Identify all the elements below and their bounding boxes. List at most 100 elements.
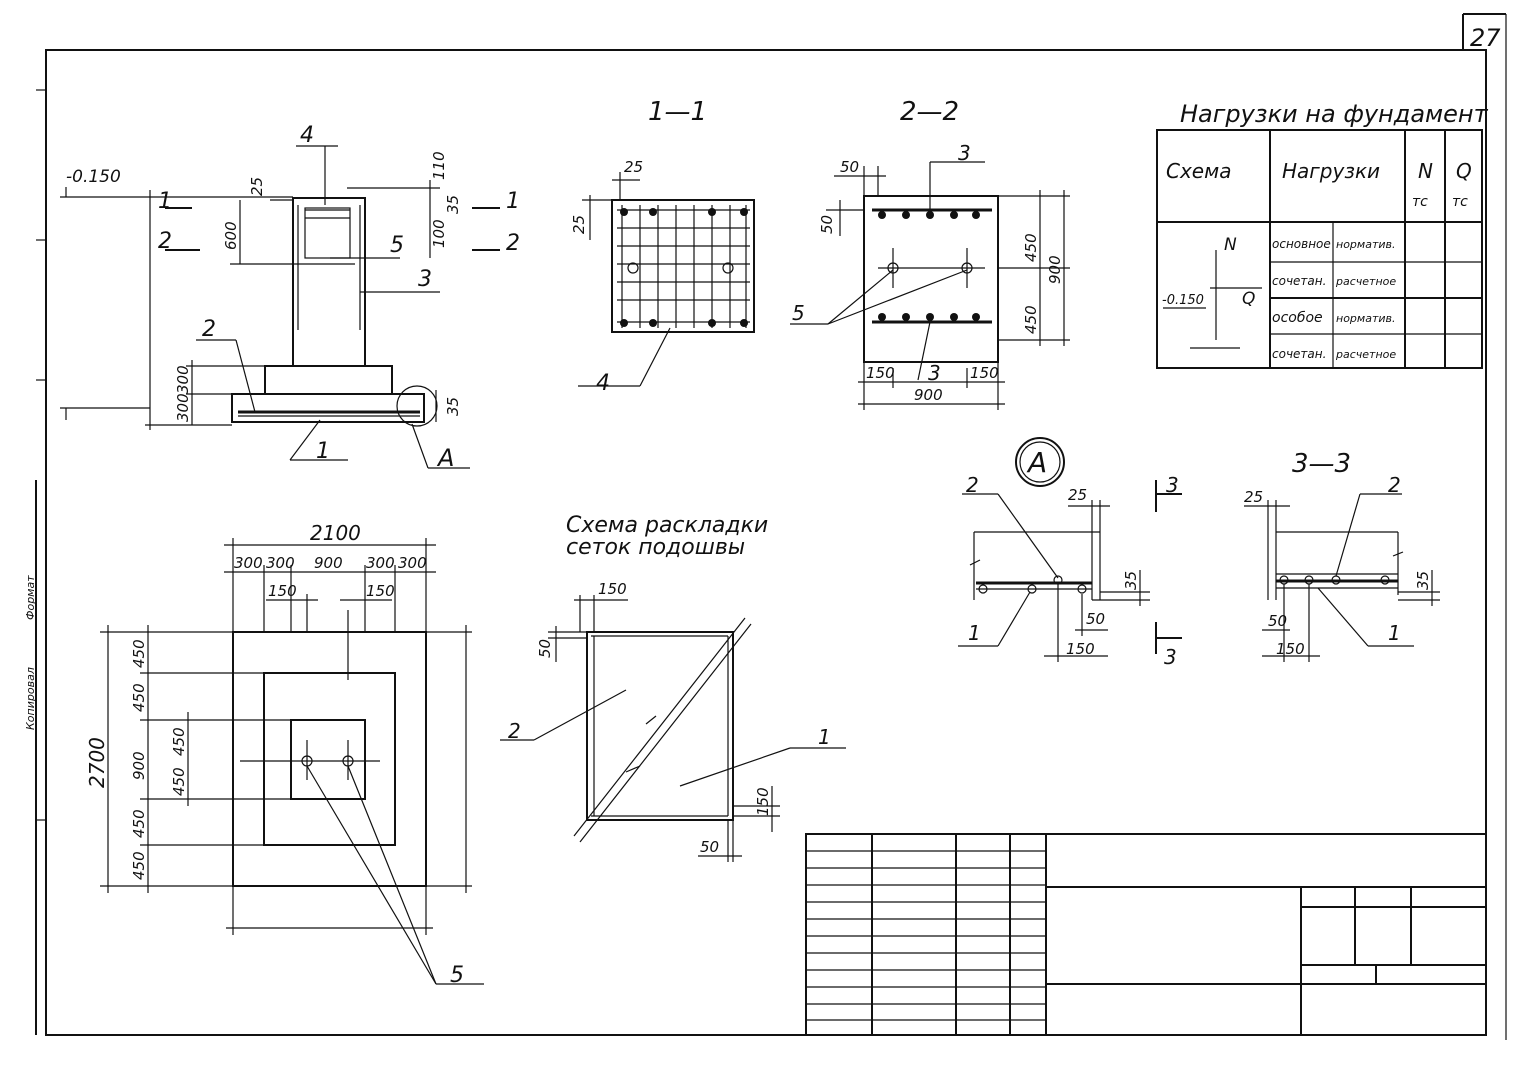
- section-3-3-dim-50: 50: [1268, 612, 1287, 630]
- section-2-2-callout-3-bottom: 3: [928, 361, 941, 385]
- section-3-3-dim-35: 35: [1414, 571, 1432, 590]
- loads-col-q: Q: [1456, 159, 1472, 183]
- elevation-level-label: -0.150: [66, 167, 121, 187]
- elevation-callout-5: 5: [390, 233, 404, 258]
- plan-dim-left-450-d: 450: [130, 851, 148, 880]
- plan-callout-5: 5: [450, 963, 464, 988]
- plan-dim-inner-450-b: 450: [170, 767, 188, 796]
- mesh-callout-2: 2: [508, 719, 521, 743]
- loads-col-loads: Нагрузки: [1282, 159, 1380, 183]
- loads-table-title: Нагрузки на фундамент: [1180, 100, 1489, 128]
- section-2-mark-right: 2: [506, 231, 520, 256]
- loads-scheme-n-label: N: [1224, 235, 1237, 255]
- plan-dim-top-300-d: 300: [398, 554, 427, 572]
- loads-col-n-unit: тс: [1412, 194, 1428, 210]
- detail-a-callout-1: 1: [968, 621, 981, 645]
- elevation-callout-2: 2: [202, 317, 216, 342]
- detail-a-dim-150: 150: [1066, 640, 1095, 658]
- plan-dim-2700: 2700: [85, 737, 109, 788]
- margin-format-text: Формат: [24, 575, 37, 620]
- detail-a-dim-35: 35: [1122, 571, 1140, 590]
- plan-dim-offset-150-right: 150: [366, 582, 395, 600]
- loads-row-4-combo: сочетан.: [1272, 347, 1326, 361]
- title-block: [805, 833, 1487, 1036]
- detail-a-dim-50: 50: [1086, 610, 1105, 628]
- section-2-2-dim-900-bottom: 900: [914, 386, 943, 404]
- sheet-number: 27: [1470, 24, 1501, 52]
- section-2-2-callout-3-top: 3: [958, 141, 971, 165]
- loads-row-1-type: норматив.: [1336, 238, 1395, 251]
- section-1-mark-right: 1: [506, 189, 520, 214]
- elevation-dim-300-a: 300: [174, 365, 192, 394]
- mesh-dim-150-right: 150: [754, 787, 772, 816]
- section-2-2-dim-450-bottom: 450: [1022, 305, 1040, 334]
- loads-row-1-combo: основное: [1272, 237, 1331, 251]
- section-1-mark-left: 1: [158, 189, 172, 214]
- loads-row-3-type: норматив.: [1336, 312, 1395, 325]
- section-3-3-view: [1244, 493, 1440, 662]
- detail-a-view: [958, 437, 1182, 662]
- mesh-dim-150-top: 150: [598, 580, 627, 598]
- plan-dim-2100: 2100: [310, 521, 361, 545]
- section-2-2-callout-5: 5: [792, 301, 805, 325]
- plan-dim-top-900: 900: [314, 554, 343, 572]
- plan-dim-left-450-c: 450: [130, 809, 148, 838]
- section-1-1-dim-25-top: 25: [624, 158, 643, 176]
- section-2-2-view: [790, 161, 1070, 410]
- mesh-callout-1: 1: [818, 725, 831, 749]
- plan-dim-left-900: 900: [130, 751, 148, 780]
- loads-col-q-unit: тс: [1452, 194, 1468, 210]
- elevation-dim-300-b: 300: [174, 393, 192, 422]
- plan-dim-offset-150-left: 150: [268, 582, 297, 600]
- section-2-2-dim-150-right: 150: [970, 364, 999, 382]
- elevation-callout-3: 3: [418, 267, 432, 292]
- section-3-3-title: 3—3: [1292, 449, 1351, 479]
- section-3-3-dim-25: 25: [1244, 488, 1263, 506]
- loads-table: [1156, 129, 1483, 369]
- mesh-dim-50-left: 50: [536, 639, 554, 658]
- margin-stamp-text: Копировал: [24, 667, 37, 730]
- mesh-scheme-title-line2: сеток подошвы: [566, 535, 745, 560]
- loads-row-2-type: расчетное: [1335, 275, 1396, 288]
- plan-dim-left-450-a: 450: [130, 639, 148, 668]
- loads-row-2-combo: сочетан.: [1272, 274, 1326, 288]
- section-1-1-view: [578, 172, 755, 387]
- section-2-mark-left: 2: [158, 229, 172, 254]
- section-1-1-dim-25-left: 25: [570, 215, 588, 234]
- detail-a-label: A: [1026, 446, 1047, 479]
- section-1-1-callout-4: 4: [596, 371, 610, 396]
- sheet-frame: [35, 13, 1507, 1040]
- section-2-2-dim-450-top: 450: [1022, 233, 1040, 262]
- section-1-1-title: 1—1: [648, 97, 707, 127]
- elevation-dim-35-bottom: 35: [444, 397, 462, 416]
- section-2-2-dim-50-left: 50: [818, 215, 836, 234]
- plan-view: [100, 538, 484, 985]
- loads-scheme-q-label: Q: [1242, 289, 1255, 309]
- mesh-dim-50-bottom: 50: [700, 838, 719, 856]
- elevation-dim-25: 25: [248, 177, 266, 196]
- mesh-scheme-title-line1: Схема раскладки: [566, 513, 768, 538]
- section-2-2-title: 2—2: [900, 97, 959, 127]
- plan-dim-top-300-c: 300: [366, 554, 395, 572]
- section-2-2-dim-900-right: 900: [1046, 255, 1064, 284]
- detail-a-cut-label-bottom: 3: [1164, 645, 1177, 669]
- elevation-dim-600: 600: [222, 221, 240, 250]
- plan-dim-inner-450-a: 450: [170, 727, 188, 756]
- elevation-dim-100: 100: [430, 219, 448, 248]
- elevation-detail-ref-a: A: [436, 444, 454, 472]
- loads-col-scheme: Схема: [1166, 159, 1231, 183]
- loads-scheme-level: -0.150: [1162, 293, 1204, 308]
- elevation-dim-110: 110: [430, 151, 448, 180]
- loads-row-3-combo: особое: [1272, 310, 1323, 326]
- plan-dim-top-300-a: 300: [234, 554, 263, 572]
- section-3-3-callout-1: 1: [1388, 621, 1401, 645]
- elevation-dim-35: 35: [444, 195, 462, 214]
- loads-col-n: N: [1418, 159, 1433, 183]
- elevation-callout-4: 4: [300, 123, 314, 148]
- elevation-callout-1: 1: [316, 439, 330, 464]
- detail-a-cut-label-top: 3: [1166, 473, 1179, 497]
- plan-dim-left-450-b: 450: [130, 683, 148, 712]
- plan-dim-top-300-b: 300: [266, 554, 295, 572]
- section-2-2-dim-50-top: 50: [840, 158, 859, 176]
